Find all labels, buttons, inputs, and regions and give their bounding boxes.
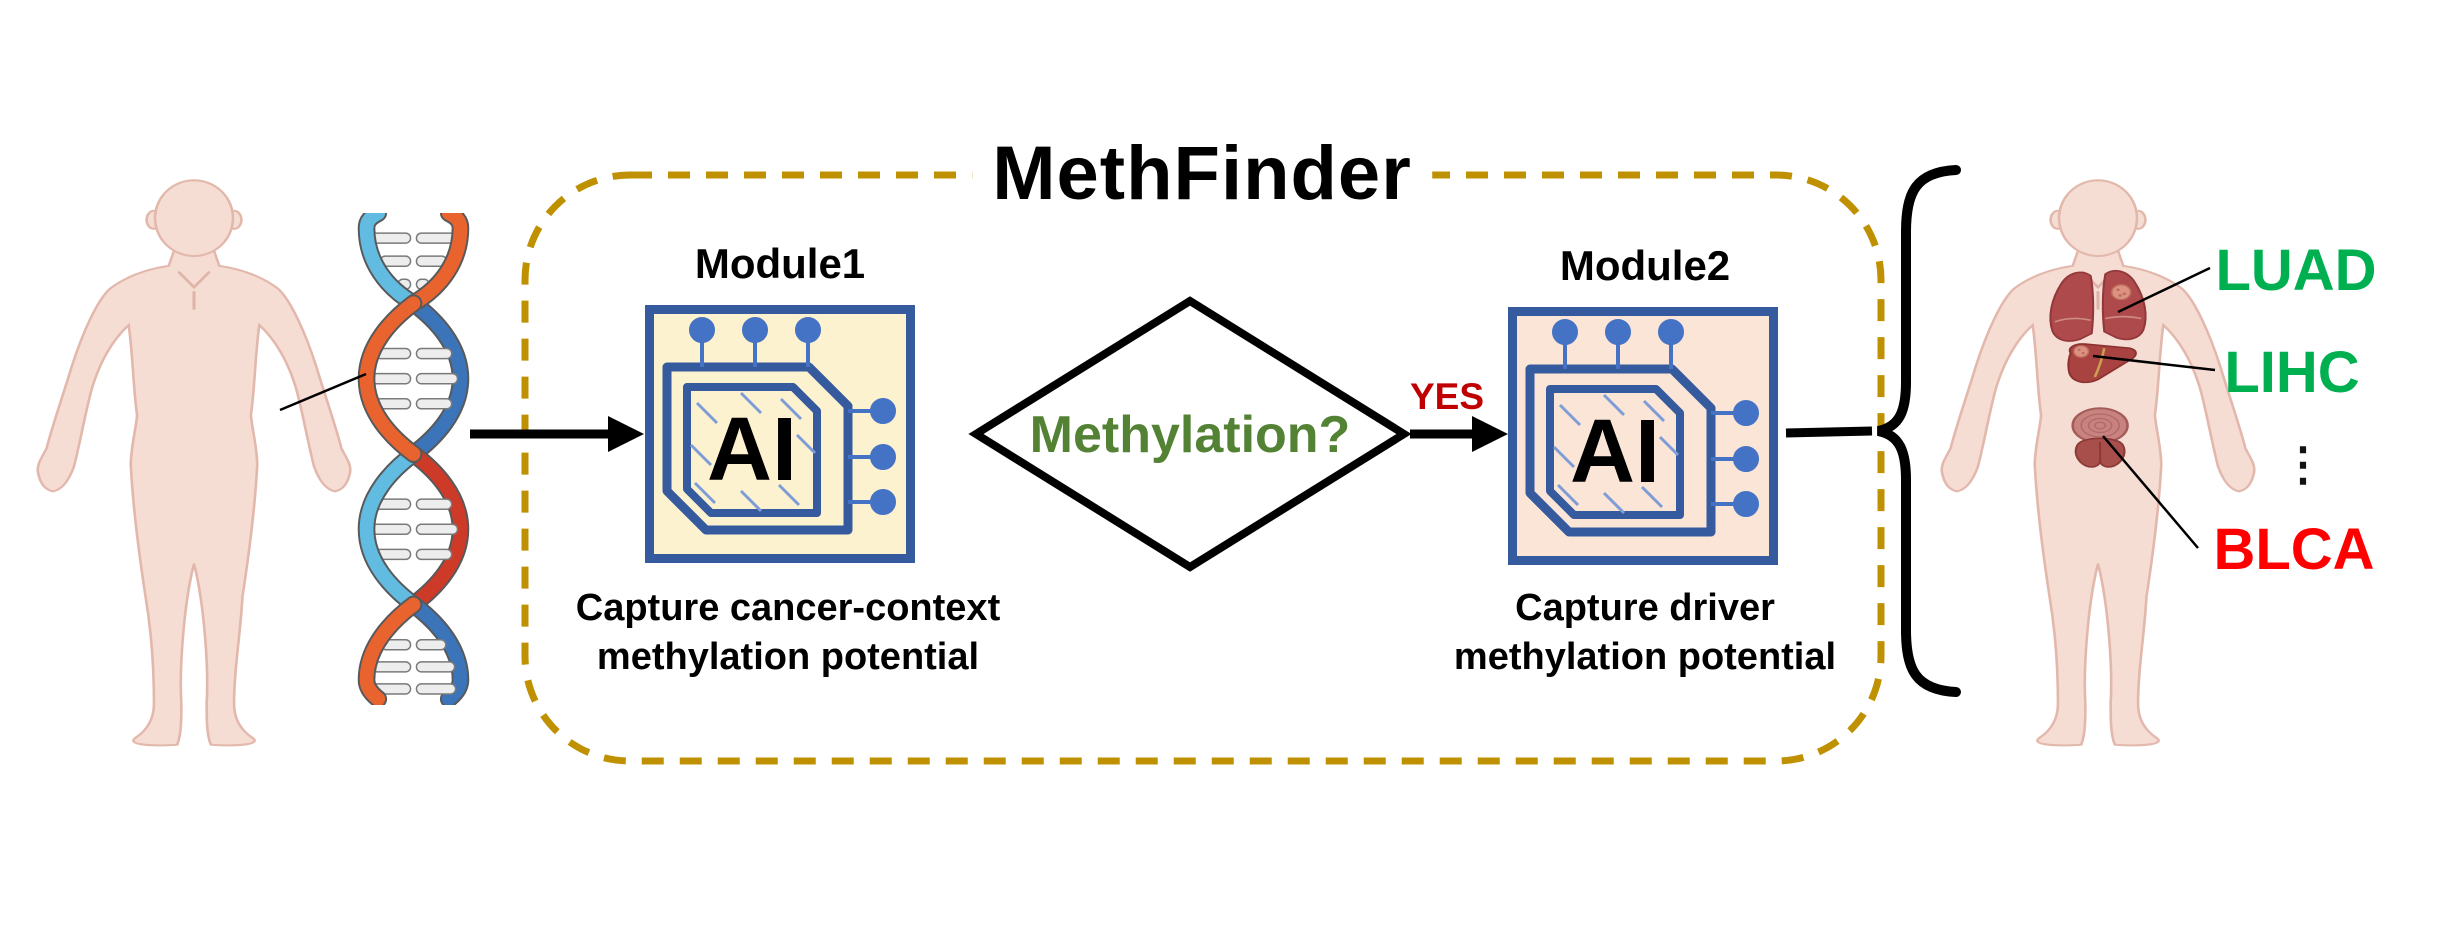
lihc-pointer-line	[2092, 354, 2216, 372]
lung-tumor-icon	[2110, 284, 2132, 301]
module2-caption-line1: Capture driver	[1515, 587, 1775, 629]
diamond-to-module2-arrow	[1410, 416, 1508, 452]
output-ellipsis: ⋮	[2280, 438, 2326, 490]
liver-tumor-icon	[2072, 345, 2090, 358]
output-label-luad: LUAD	[2215, 238, 2377, 303]
ai-chip-icon	[645, 305, 915, 563]
dna-helix-icon	[357, 213, 470, 705]
module2-caption: Capture driver methylation potential	[1375, 584, 1915, 681]
blca-pointer-line	[2102, 435, 2199, 549]
decision-diamond	[968, 296, 1412, 572]
module2-to-brace-line	[1785, 426, 1873, 438]
output-curly-brace	[1876, 165, 1961, 697]
bladder-icon	[2071, 407, 2129, 468]
module1-caption: Capture cancer-context methylation poten…	[518, 584, 1058, 681]
yes-branch-label: YES	[1409, 376, 1485, 417]
output-label-lihc: LIHC	[2224, 340, 2360, 405]
dna-to-module1-arrow	[470, 416, 644, 452]
luad-pointer-line	[2117, 266, 2211, 314]
module2-caption-line2: methylation potential	[1453, 635, 1837, 678]
ai-chip-icon	[1508, 307, 1778, 565]
figure-title: MethFinder	[972, 130, 1432, 217]
module1-chip-label: AI	[707, 400, 797, 500]
liver-icon	[2067, 343, 2137, 384]
lungs-icon	[2049, 269, 2147, 342]
module2-chip-label: AI	[1570, 402, 1660, 502]
module1-caption-line1: Capture cancer-context	[575, 587, 1001, 629]
module1-box: AI	[645, 305, 915, 563]
module2-label: Module2	[1559, 242, 1731, 289]
decision-question: Methylation?	[1029, 406, 1351, 464]
module2-box: AI	[1508, 307, 1778, 565]
module1-label: Module1	[694, 240, 866, 287]
module1-caption-line2: methylation potential	[596, 635, 980, 678]
patient-to-dna-line	[279, 372, 367, 412]
output-label-blca: BLCA	[2213, 517, 2375, 582]
cancer-patient-figure-icon	[1940, 178, 2256, 747]
